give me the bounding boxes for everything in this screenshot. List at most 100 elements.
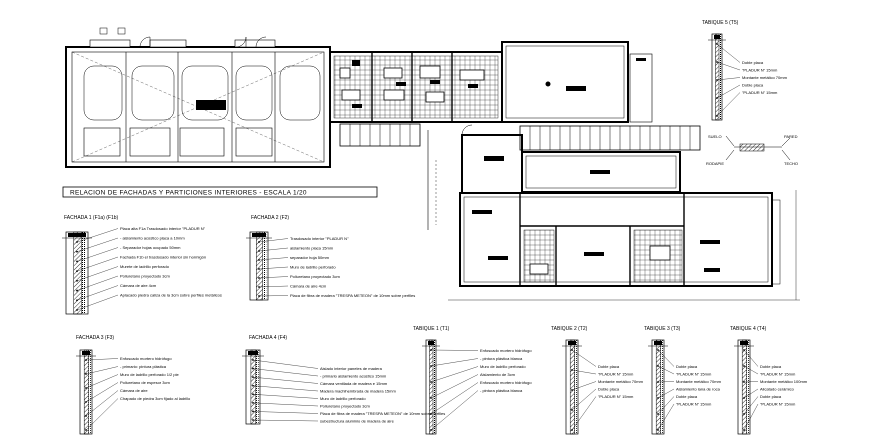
leader-dot (716, 115, 718, 117)
wall-insulation (256, 350, 259, 424)
section-note: "PLADUR N" 15mm (598, 372, 634, 377)
section-title: FACHADA 2 (F2) (251, 215, 289, 221)
leader-line (716, 92, 741, 117)
leader-dot (571, 389, 573, 391)
section-note: Poliuretano proyectado 3cm (320, 404, 370, 409)
leader-line (571, 388, 597, 411)
leader-line (716, 61, 741, 71)
section-note: Doble placa (742, 60, 764, 65)
leader-dot (85, 359, 87, 361)
living-room (501, 41, 629, 123)
leader-line (430, 366, 479, 383)
leader-dot (430, 381, 432, 383)
leader-dot (430, 349, 432, 351)
section-note: Aislado interior paneles de madera (320, 366, 383, 371)
section-note: - primario: pintura plástica (120, 364, 167, 369)
wall-core (256, 231, 263, 301)
section-note: Placa de fibra de madera "TRESPA METEON"… (320, 411, 445, 416)
section-title: FACHADA 1 (F1a) (F1b) (64, 215, 119, 221)
leader-dot (85, 387, 87, 389)
leader-dot (657, 349, 659, 351)
leader-dot (76, 289, 78, 292)
section-note: - pintura plástica blanca (480, 388, 523, 393)
leader-line (743, 381, 759, 383)
section-note: Poliuretano proyectado 3cm (120, 274, 170, 279)
section-note: Alicatado cerámico (760, 387, 795, 392)
junction-floor-label: SUELO (708, 134, 722, 139)
leader-line (252, 402, 319, 407)
leader-dot (716, 79, 718, 81)
wall-core (250, 349, 257, 425)
section-note: Muro de ladrillo perforado 1/2 pie (120, 372, 179, 377)
leader-dot (571, 409, 573, 411)
section-note: Doble placa (598, 364, 620, 369)
leader-line (430, 358, 479, 367)
wall-core (83, 349, 89, 435)
leader-line (657, 403, 675, 431)
section-note: separador hoja 50mm (290, 255, 330, 260)
leader-line (85, 374, 119, 389)
wall-core (741, 339, 747, 435)
leader-line (716, 43, 741, 63)
section-note: "PLADUR N" 15mm (598, 394, 634, 399)
junction-wall-label: PARED (784, 134, 798, 139)
leader-line (76, 294, 119, 311)
leader-line (85, 398, 119, 431)
wall-core (569, 339, 575, 435)
leader-dot (258, 250, 260, 252)
section-note: aislamiento placa 15mm (290, 246, 334, 251)
section-s1: FACHADA 1 (F1a) (F1b)Placa alta F1a Tras… (62, 215, 222, 315)
section-note: "PLADUR N" 15mm (760, 372, 796, 377)
wall-top-block (248, 351, 258, 355)
section-note: Doble placa (598, 387, 620, 392)
leader-line (252, 419, 319, 422)
leader-line (85, 366, 119, 375)
section-note: Murete de ladrillo perforado (120, 264, 170, 269)
section-title: TABIQUE 3 (T3) (644, 326, 681, 332)
leader-line (252, 411, 319, 414)
wall-top-block (654, 341, 662, 345)
leader-line (252, 385, 319, 392)
wall-insulation (81, 232, 86, 314)
section-note: Chapado de piedra 3cm fijado al ladrillo (120, 396, 191, 401)
section-note: Muro de ladrillo perforado (290, 265, 336, 270)
section-note: "PLADUR N" 15mm (676, 372, 712, 377)
leader-dot (252, 393, 254, 396)
leader-line (258, 285, 289, 288)
leader-dot (258, 286, 260, 288)
wall-insulation (262, 232, 267, 300)
section-note: "PLADUR N" 15mm (742, 68, 778, 73)
leader-dot (430, 429, 432, 431)
section-s2: FACHADA 2 (F2)Trasdosado interior "PLADU… (246, 215, 415, 301)
leader-line (85, 382, 119, 403)
section-note: Aislamiento de 3cm (480, 372, 516, 377)
leader-line (252, 376, 319, 384)
leader-dot (657, 381, 659, 383)
leader-dot (743, 413, 745, 415)
leader-dot (76, 309, 78, 311)
wall-insulation (660, 340, 663, 434)
section-note: Enfoscado mortero hidrófugo (480, 348, 532, 353)
section-note: Madera machihembrada de madera 15mm (320, 389, 396, 394)
leader-dot (743, 381, 745, 383)
leader-dot (252, 410, 254, 413)
leader-line (252, 394, 319, 399)
leader-line (258, 295, 289, 297)
leader-line (571, 381, 597, 391)
leader-line (252, 359, 319, 369)
leader-dot (76, 279, 78, 282)
leader-dot (252, 367, 254, 370)
leader-line (571, 369, 597, 375)
leader-dot (76, 250, 78, 253)
leader-line (430, 349, 479, 351)
section-note: - aislamiento acústico placa a 10mm (120, 236, 185, 241)
section-note: - Separador hojas ocupado 50mm (120, 245, 181, 250)
leader-dot (657, 397, 659, 399)
leader-dot (258, 268, 260, 270)
section-title: TABIQUE 4 (T4) (730, 326, 767, 332)
wall-insulation (88, 350, 91, 434)
leader-dot (85, 401, 87, 403)
leader-dot (258, 277, 260, 279)
leader-dot (76, 241, 78, 243)
section-note: Montante metálico 70mm (676, 379, 722, 384)
